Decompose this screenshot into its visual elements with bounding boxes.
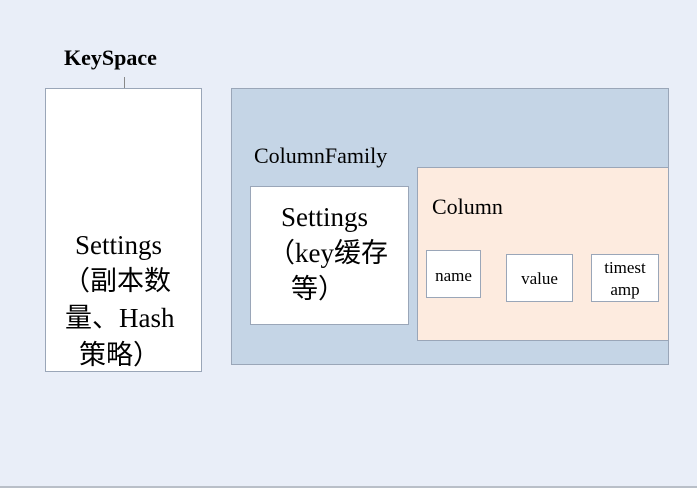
column-family-settings-line-2: （key缓存: [268, 238, 388, 268]
column-title: Column: [432, 194, 503, 219]
keyspace-settings-line-3: 量、Hash: [65, 303, 175, 333]
column-family-settings-line-1: Settings: [281, 202, 369, 232]
column-timestamp-label-line-1: timest: [604, 258, 646, 277]
column-timestamp-label-line-2: amp: [610, 280, 640, 299]
keyspace-title: KeySpace: [64, 45, 157, 70]
column-value-field: value: [506, 254, 573, 302]
keyspace-settings-line-1: Settings: [75, 230, 163, 260]
column-name-label: name: [435, 266, 472, 285]
keyspace-settings-line-2: （副本数: [63, 266, 171, 296]
bottom-divider: [0, 486, 697, 488]
keyspace-settings-line-4: 策略）: [79, 340, 160, 370]
keyspace-settings-box: Settings （副本数 量、Hash 策略）: [45, 88, 202, 372]
column-family-settings-line-3: 等）: [291, 274, 345, 304]
column-timestamp-field: timest amp: [591, 254, 659, 302]
column-name-field: name: [426, 250, 481, 298]
column-value-label: value: [521, 269, 558, 288]
column-family-settings-box: Settings （key缓存 等）: [250, 186, 409, 325]
keyspace-connector-line: [124, 77, 125, 88]
column-family-title: ColumnFamily: [254, 143, 388, 168]
